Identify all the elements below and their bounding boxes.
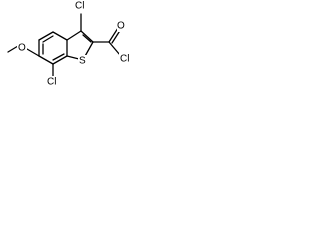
sulfur-bg: [78, 55, 87, 67]
sulfur-label: S: [79, 56, 86, 67]
methoxy-oxygen-bg: [17, 42, 27, 54]
bond-oxygen-methyl: [7, 45, 19, 53]
chlorine-top-label: Cl: [75, 1, 84, 12]
atom-labels: Cl S O Cl O Cl: [17, 0, 134, 88]
bond-c3a-c4-inner: [52, 53, 65, 61]
bond-c1-c2: [38, 31, 54, 41]
bond-carbonyl: [108, 27, 119, 43]
bond-c3a-c4: [52, 55, 68, 65]
chlorine-acyl-label: Cl: [120, 54, 129, 65]
methoxy-oxygen-label: O: [18, 43, 26, 54]
carbonyl-oxygen-label: O: [117, 21, 125, 32]
bond-c2-c3: [52, 31, 68, 41]
bond-sulfur-c3a: [66, 55, 80, 60]
bond-cthio-cacyl: [80, 30, 94, 43]
bond-c1-c2-inner: [42, 35, 54, 43]
chlorine-bottom-bg: [47, 76, 62, 88]
chlorine-top-bg: [75, 0, 89, 12]
bond-cthio-cacyl-inner: [82, 34, 92, 43]
bond-acyl-chlorine: [108, 41, 121, 56]
bond-c5-oxygen: [26, 48, 40, 57]
chlorine-bottom-label: Cl: [47, 77, 56, 88]
carbonyl-oxygen-bg: [117, 20, 127, 32]
chlorine-acyl-bg: [119, 53, 134, 65]
molecule-structure: Cl S O Cl O Cl: [7, 0, 134, 88]
bond-c3-cthio: [66, 30, 82, 41]
bond-c4-c5: [38, 55, 54, 65]
